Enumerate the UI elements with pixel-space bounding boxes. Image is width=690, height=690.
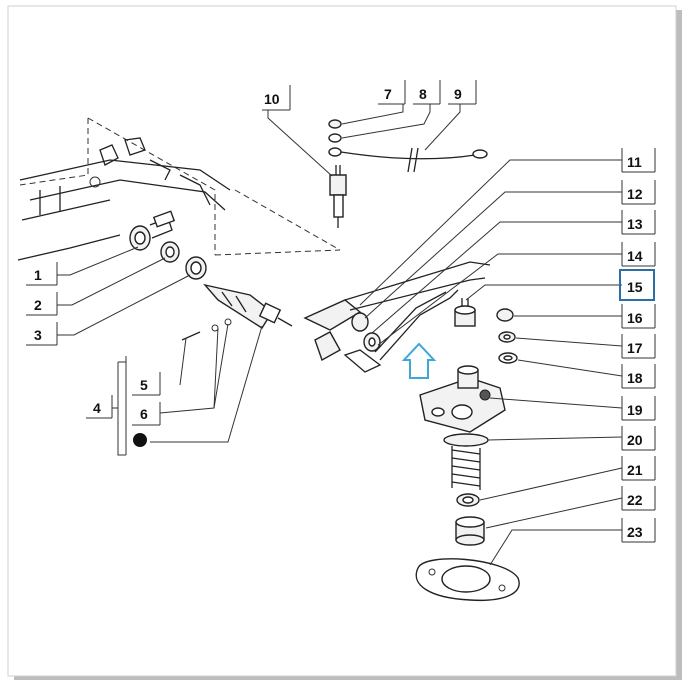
part-3-seal-ring bbox=[185, 256, 207, 280]
callout-1[interactable]: 1 bbox=[26, 262, 58, 286]
callout-11-label: 11 bbox=[627, 154, 642, 170]
callout-12[interactable]: 12 bbox=[621, 180, 656, 205]
part-10-sensor bbox=[329, 165, 347, 228]
part-21-ring bbox=[456, 493, 480, 507]
direction-arrow bbox=[401, 342, 437, 379]
part-22-cup bbox=[455, 516, 485, 546]
black-dot-marker bbox=[133, 433, 147, 447]
callout-22[interactable]: 22 bbox=[621, 486, 656, 511]
callout-8[interactable]: 8 bbox=[413, 80, 441, 105]
callout-20[interactable]: 20 bbox=[621, 426, 656, 451]
callout-10[interactable]: 10 bbox=[262, 85, 291, 111]
callout-18[interactable]: 18 bbox=[621, 364, 656, 389]
part-17-washer bbox=[498, 331, 516, 343]
callout-16[interactable]: 16 bbox=[621, 304, 656, 329]
injector-assembly bbox=[181, 283, 293, 341]
callout-2-label: 2 bbox=[34, 297, 42, 313]
callout-16-label: 16 bbox=[627, 310, 643, 326]
callout-13-label: 13 bbox=[627, 216, 643, 232]
leader-lines bbox=[57, 104, 623, 566]
callout-8-label: 8 bbox=[419, 86, 427, 102]
callout-22-label: 22 bbox=[627, 492, 643, 508]
part-7-nut bbox=[328, 119, 342, 129]
callout-20-label: 20 bbox=[627, 432, 643, 448]
callout-15-highlight bbox=[619, 269, 655, 301]
callout-6-label: 6 bbox=[140, 406, 148, 422]
part-11-lever bbox=[303, 261, 491, 362]
callout-13[interactable]: 13 bbox=[621, 210, 656, 235]
callout-9[interactable]: 9 bbox=[448, 80, 477, 105]
part-16-plug bbox=[496, 308, 514, 322]
callout-19[interactable]: 19 bbox=[621, 396, 656, 421]
part-8-washer bbox=[328, 133, 342, 143]
part-9-cable bbox=[328, 147, 488, 173]
callout-14[interactable]: 14 bbox=[621, 242, 656, 267]
callout-19-label: 19 bbox=[627, 402, 643, 418]
callout-2[interactable]: 2 bbox=[26, 292, 58, 316]
page-border bbox=[7, 5, 677, 677]
callout-18-label: 18 bbox=[627, 370, 643, 386]
callout-15[interactable]: 15 bbox=[619, 269, 655, 301]
callout-23[interactable]: 23 bbox=[621, 518, 656, 543]
callout-7-label: 7 bbox=[384, 86, 392, 102]
callout-1-label: 1 bbox=[34, 267, 42, 283]
callout-17-label: 17 bbox=[627, 340, 643, 356]
part-15-cap bbox=[454, 298, 476, 327]
part-2-washer bbox=[160, 241, 180, 263]
part-19-pump-body bbox=[419, 365, 506, 433]
callout-4-label: 4 bbox=[93, 400, 101, 416]
callout-10-label: 10 bbox=[264, 91, 280, 107]
part-23-gasket bbox=[415, 558, 520, 602]
callout-6[interactable]: 6 bbox=[132, 402, 161, 426]
callout-17[interactable]: 17 bbox=[621, 334, 656, 359]
part-12-spring-link bbox=[351, 312, 381, 352]
part-20-spring bbox=[443, 433, 489, 490]
engine-block-outline bbox=[17, 117, 341, 261]
callout-9-label: 9 bbox=[454, 86, 462, 102]
callout-12-label: 12 bbox=[627, 186, 643, 202]
callout-21-label: 21 bbox=[627, 462, 643, 478]
callout-5[interactable]: 5 bbox=[132, 372, 161, 396]
callout-4[interactable]: 4 bbox=[86, 395, 113, 419]
part-1-bolt-seat bbox=[129, 210, 176, 251]
callout-21[interactable]: 21 bbox=[621, 456, 656, 481]
callout-3[interactable]: 3 bbox=[26, 322, 58, 346]
part-18-washer bbox=[498, 352, 518, 364]
callout-7[interactable]: 7 bbox=[378, 80, 406, 105]
callout-5-label: 5 bbox=[140, 377, 148, 393]
callout-3-label: 3 bbox=[34, 327, 42, 343]
callout-14-label: 14 bbox=[627, 248, 643, 264]
callout-11[interactable]: 11 bbox=[621, 148, 656, 173]
callout-15-label: 15 bbox=[627, 279, 643, 295]
part-13-pivot bbox=[343, 349, 382, 373]
callout-23-label: 23 bbox=[627, 524, 643, 540]
